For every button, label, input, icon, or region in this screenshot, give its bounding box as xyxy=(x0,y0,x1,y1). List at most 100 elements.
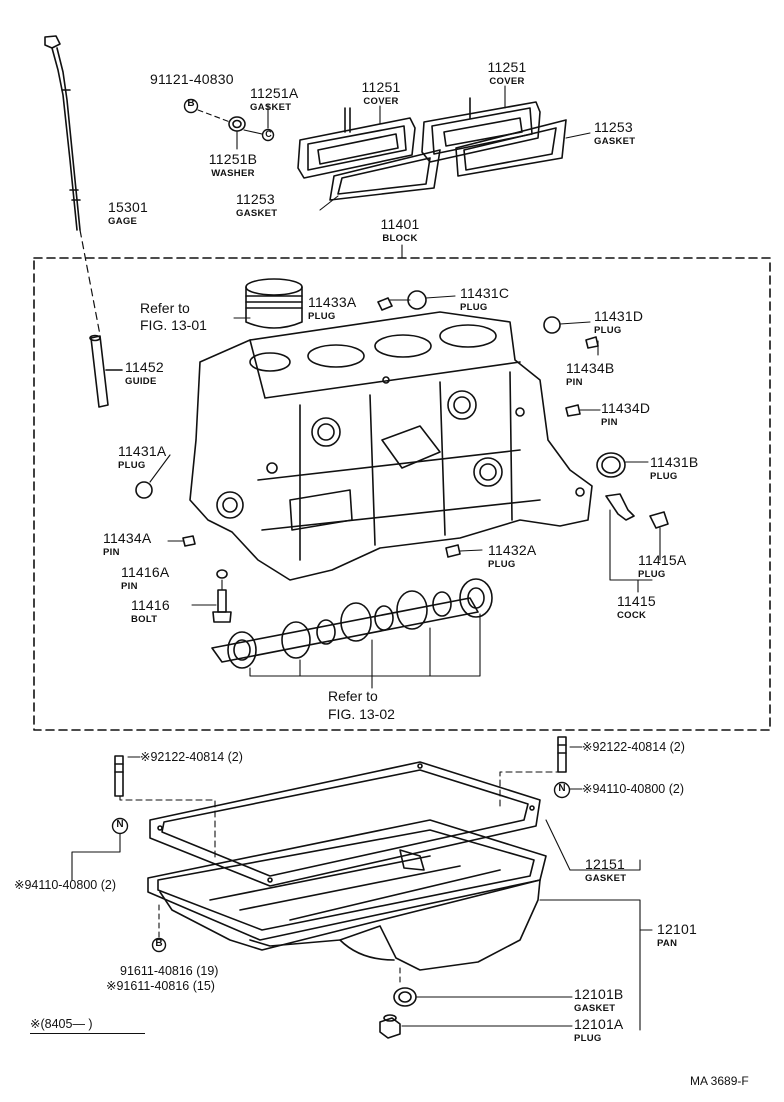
refer-line2: FIG. 13-02 xyxy=(328,705,395,722)
part-name: COCK xyxy=(617,610,647,621)
part-number: 11251A xyxy=(250,85,299,101)
bolt-symbol-icon: B xyxy=(187,98,195,109)
part-number: 11416A xyxy=(121,564,170,580)
part-name: PLUG xyxy=(574,1033,602,1044)
part-name: COVER xyxy=(363,96,399,107)
figure-code: MA 3689-F xyxy=(690,1074,749,1088)
part-number: 11431A xyxy=(118,443,167,459)
part-name: GASKET xyxy=(250,102,292,113)
part-number: 11415 xyxy=(617,593,656,609)
part-name: PLUG xyxy=(118,460,146,471)
label-91121-40830: 91121-40830 xyxy=(150,71,234,87)
part-number: 11251 xyxy=(361,79,401,95)
part-name: COVER xyxy=(489,76,525,87)
part-number: 11415A xyxy=(638,552,687,568)
part-number: 11432A xyxy=(488,542,537,558)
part-name: GASKET xyxy=(236,208,278,219)
part-number: 12151 xyxy=(585,856,625,872)
block-group-frame xyxy=(33,257,771,731)
label-92122-right: ※92122-40814 (2) xyxy=(582,740,685,754)
part-number: 11452 xyxy=(125,359,164,375)
washer-symbol-icon: C xyxy=(265,129,272,139)
date-applicability-note: ※(8405— ) xyxy=(30,1018,145,1034)
part-name: WASHER xyxy=(211,168,255,179)
part-name: BOLT xyxy=(131,614,158,625)
label-94110-right: ※94110-40800 (2) xyxy=(582,782,684,796)
oil-pan-gasket-drawing xyxy=(149,761,541,887)
part-number: 11431B xyxy=(650,454,699,470)
refer-line1: Refer to xyxy=(140,300,190,316)
label-91611-19: 91611-40816 (19) xyxy=(120,964,219,978)
camshaft-drawing xyxy=(211,578,493,669)
part-name: PIN xyxy=(103,547,120,558)
dipstick-gage-drawing xyxy=(44,35,81,231)
part-number: 15301 xyxy=(108,199,148,215)
part-name: PLUG xyxy=(488,559,516,570)
oil-pan-drawing xyxy=(147,819,547,971)
part-name: PLUG xyxy=(638,569,666,580)
part-name: BLOCK xyxy=(382,233,418,244)
part-number: 11431D xyxy=(594,308,644,324)
part-number: 11251B xyxy=(208,151,258,167)
part-name: PLUG xyxy=(308,311,336,322)
part-number: 12101B xyxy=(574,986,624,1002)
part-name: PLUG xyxy=(460,302,488,313)
bolt-symbol-pan-icon: B xyxy=(155,938,163,949)
part-number: 12101A xyxy=(574,1016,624,1032)
part-name: GASKET xyxy=(585,873,627,884)
part-number: 11253 xyxy=(594,119,633,135)
refer-line1: Refer to xyxy=(328,688,378,704)
part-name: PIN xyxy=(601,417,618,428)
piston-drawing xyxy=(245,278,303,329)
part-name: PLUG xyxy=(594,325,622,336)
part-name: PIN xyxy=(566,377,583,388)
nut-symbol-left-icon: N xyxy=(116,819,124,830)
part-name: PIN xyxy=(121,581,138,592)
guide-tube-drawing xyxy=(89,334,123,408)
part-number: 12101 xyxy=(657,921,697,937)
part-number: 11431C xyxy=(460,285,510,301)
part-name: PAN xyxy=(657,938,678,949)
part-name: GUIDE xyxy=(125,376,157,387)
part-number: 11433A xyxy=(308,294,357,310)
part-name: PLUG xyxy=(650,471,678,482)
part-number: 11253 xyxy=(236,191,275,207)
part-number: 11434B xyxy=(566,360,615,376)
label-91611-15: ※91611-40816 (15) xyxy=(106,979,215,993)
part-number: 11401 xyxy=(380,216,420,232)
part-name: GAGE xyxy=(108,216,138,227)
part-number: 11434A xyxy=(103,530,152,546)
part-name: GASKET xyxy=(574,1003,616,1014)
nut-symbol-right-icon: N xyxy=(558,783,566,794)
label-92122-left: ※92122-40814 (2) xyxy=(140,750,243,764)
part-number: 11416 xyxy=(131,597,170,613)
part-name: GASKET xyxy=(594,136,636,147)
